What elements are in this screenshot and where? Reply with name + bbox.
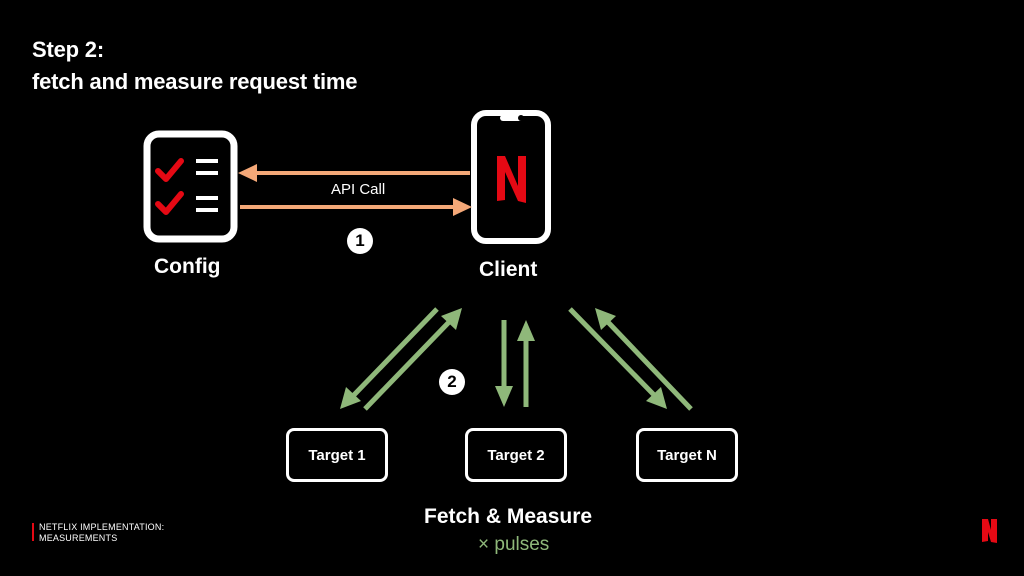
slide-title-line2: fetch and measure request time [32,69,358,94]
target-1-box: Target 1 [286,428,388,482]
step-1-badge: 1 [347,228,373,254]
brand-caption: NETFLIX IMPLEMENTATION: MEASUREMENTS [39,522,164,544]
target-2-box: Target 2 [465,428,567,482]
brand-caption-line1: NETFLIX IMPLEMENTATION: [39,522,165,532]
netflix-corner-logo-icon [982,519,997,543]
target-n-box: Target N [636,428,738,482]
fetch-measure-title: Fetch & Measure [424,505,593,528]
netflix-logo-icon [497,156,526,203]
pulses-subtitle: × pulses [478,534,550,555]
fetch-arrows [340,307,693,411]
config-label: Config [154,255,221,278]
step-2-badge: 2 [439,369,465,395]
checklist-icon [143,130,238,243]
api-call-arrows [238,164,472,216]
brand-caption-line2: MEASUREMENTS [39,533,118,543]
slide-title: Step 2: fetch and measure request time [32,34,358,98]
slide-title-line1: Step 2: [32,37,104,62]
phone-icon [471,110,551,244]
client-label: Client [479,258,538,281]
brand-accent-bar [32,523,34,541]
api-call-label: API Call [331,181,386,198]
